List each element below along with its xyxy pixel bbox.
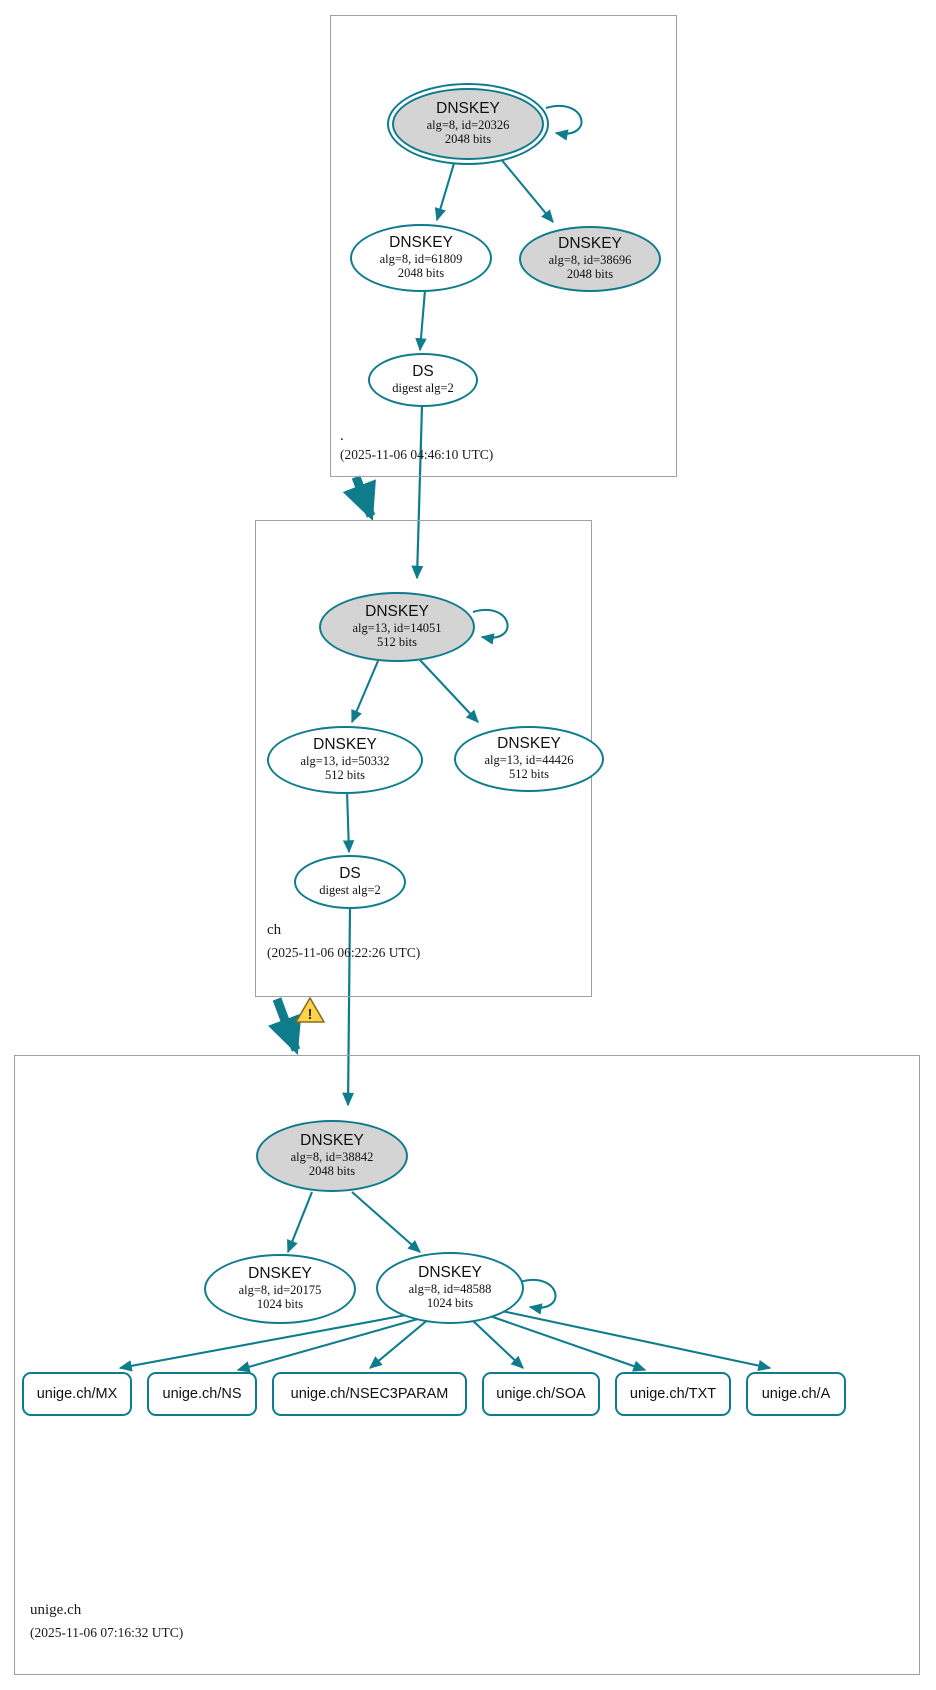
rrset-label: unige.ch/TXT (629, 1386, 717, 1402)
node-title: DS (339, 865, 361, 883)
zone-label-ch: ch (267, 922, 282, 938)
node-title: DS (412, 363, 434, 381)
node-params: alg=8, id=38842 (290, 1149, 374, 1164)
ch-zone-edges (342, 659, 479, 854)
node-ch-zsk-44426[interactable]: DNSKEY alg=13, id=44426 512 bits (454, 726, 604, 792)
node-title: DNSKEY (418, 1263, 482, 1281)
node-params: alg=13, id=44426 (484, 752, 574, 767)
node-root-key-38696[interactable]: DNSKEY alg=8, id=38696 2048 bits (519, 226, 661, 292)
node-title: DNSKEY (558, 234, 622, 252)
node-title: DNSKEY (389, 233, 453, 251)
node-title: DNSKEY (497, 734, 561, 752)
rrset-label: unige.ch/MX (36, 1386, 118, 1402)
secure-delegation-arrows (268, 475, 376, 1055)
node-params: digest alg=2 (319, 882, 381, 897)
rrset-unige-txt[interactable]: unige.ch/TXT (615, 1372, 731, 1416)
rrset-label: unige.ch/NSEC3PARAM (290, 1386, 449, 1402)
zone-timestamp-ch: (2025-11-06 06:22:26 UTC) (267, 945, 421, 960)
node-size: 512 bits (509, 767, 549, 782)
rrset-unige-mx[interactable]: unige.ch/MX (22, 1372, 132, 1416)
node-params: alg=8, id=61809 (379, 251, 463, 266)
rrset-unige-soa[interactable]: unige.ch/SOA (482, 1372, 600, 1416)
rrset-label: unige.ch/SOA (496, 1386, 586, 1402)
node-ch-ksk-14051[interactable]: DNSKEY alg=13, id=14051 512 bits (319, 592, 475, 662)
node-unige-ksk-38842[interactable]: DNSKEY alg=8, id=38842 2048 bits (256, 1120, 408, 1192)
zone-timestamp-unige: (2025-11-06 07:16:32 UTC) (30, 1625, 184, 1640)
node-title: DNSKEY (248, 1264, 312, 1282)
node-title: DNSKEY (300, 1131, 364, 1149)
node-root-ksk-20326[interactable]: DNSKEY alg=8, id=20326 2048 bits (392, 88, 544, 160)
node-ch-zsk-50332[interactable]: DNSKEY alg=13, id=50332 512 bits (267, 726, 423, 794)
zone-box-unige (14, 1055, 920, 1675)
zone-label-unige: unige.ch (30, 1602, 82, 1618)
rrset-unige-nsec3param[interactable]: unige.ch/NSEC3PARAM (272, 1372, 467, 1416)
node-params: alg=8, id=20326 (426, 117, 510, 132)
unige-zsk-self-loop (519, 1279, 557, 1315)
node-params: digest alg=2 (392, 380, 454, 395)
warning-triangle-icon (295, 997, 325, 1023)
node-title: DNSKEY (365, 602, 429, 620)
node-params: alg=8, id=48588 (408, 1281, 492, 1296)
node-params: alg=13, id=14051 (352, 620, 442, 635)
zone-timestamp-root: (2025-11-06 04:46:10 UTC) (340, 447, 494, 462)
node-title: DNSKEY (313, 735, 377, 753)
node-unige-zsk-20175[interactable]: DNSKEY alg=8, id=20175 1024 bits (204, 1254, 356, 1324)
node-unige-zsk-48588[interactable]: DNSKEY alg=8, id=48588 1024 bits (376, 1252, 524, 1324)
node-size: 2048 bits (566, 267, 614, 282)
delegation-warning-ch-unige[interactable]: ! (295, 996, 325, 1024)
root-ksk-self-loop (545, 105, 583, 141)
zone-box-root (330, 15, 677, 477)
node-title: DNSKEY (436, 99, 500, 117)
node-ch-ds[interactable]: DS digest alg=2 (294, 855, 406, 909)
node-size: 512 bits (325, 768, 365, 783)
rrset-label: unige.ch/A (761, 1386, 831, 1402)
root-zone-edges (415, 157, 554, 352)
node-params: alg=8, id=20175 (238, 1282, 322, 1297)
ds-chain-edges (342, 405, 424, 1107)
unige-zone-edges (118, 1191, 772, 1373)
node-size: 2048 bits (444, 132, 492, 147)
node-size: 1024 bits (426, 1296, 474, 1311)
node-size: 2048 bits (308, 1164, 356, 1179)
zone-label-root: . (340, 428, 344, 444)
node-root-zsk-61809[interactable]: DNSKEY alg=8, id=61809 2048 bits (350, 224, 492, 292)
node-params: alg=13, id=50332 (300, 753, 390, 768)
rrset-unige-a[interactable]: unige.ch/A (746, 1372, 846, 1416)
node-size: 1024 bits (256, 1297, 304, 1312)
node-size: 512 bits (377, 635, 417, 650)
rrset-label: unige.ch/NS (162, 1386, 242, 1402)
node-root-ds[interactable]: DS digest alg=2 (368, 353, 478, 407)
warning-glyph: ! (308, 1006, 313, 1023)
rrset-unige-ns[interactable]: unige.ch/NS (147, 1372, 257, 1416)
ch-ksk-self-loop (472, 609, 509, 645)
node-params: alg=8, id=38696 (548, 252, 632, 267)
node-size: 2048 bits (397, 266, 445, 281)
